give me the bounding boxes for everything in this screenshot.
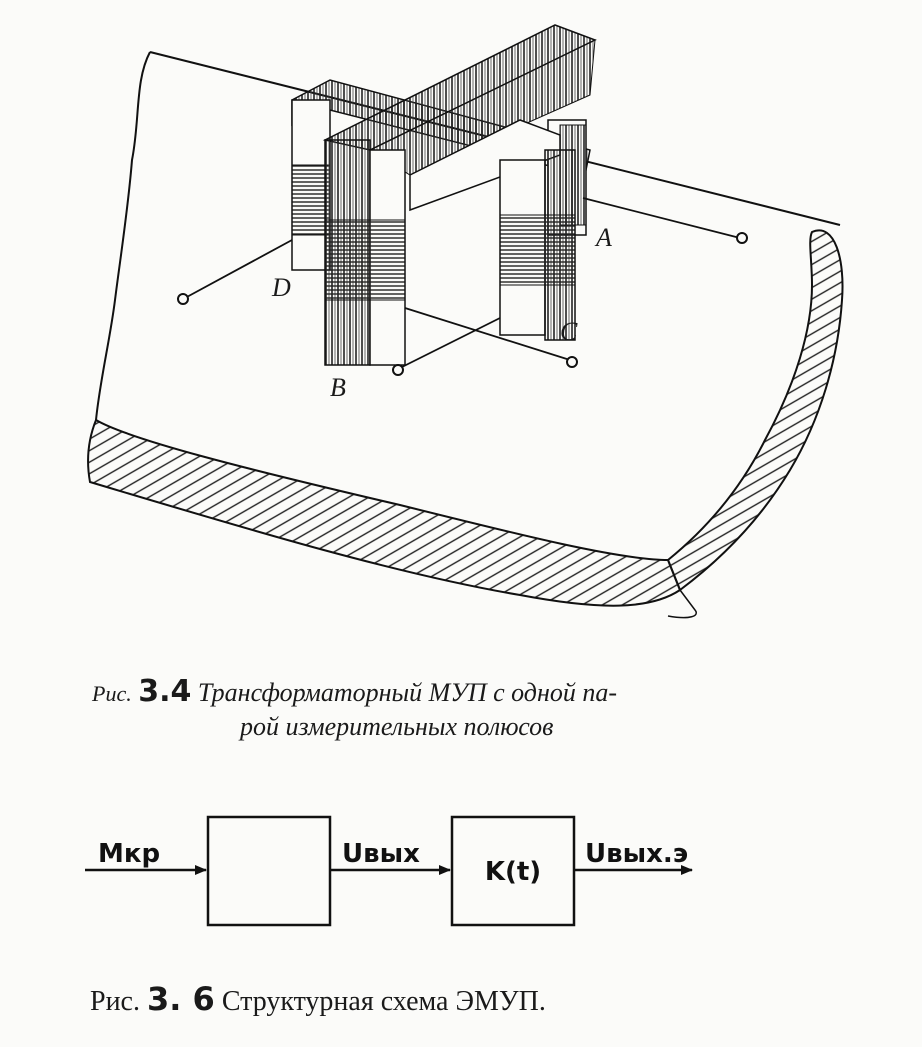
caption-top-prefix: Рис.: [92, 681, 132, 706]
caption-bottom: Рис. 3. 6 Структурная схема ЭМУП.: [90, 980, 546, 1018]
shaft: [87, 51, 844, 619]
caption-bottom-text: Структурная схема ЭМУП.: [221, 986, 546, 1017]
transformer-core: [291, 24, 597, 366]
pole-label-b: B: [330, 373, 346, 402]
block2-label: K(t): [485, 857, 541, 887]
caption-top-text-line1: Трансформаторный МУП с одной па-: [197, 678, 617, 707]
caption-bottom-number: 3. 6: [146, 980, 215, 1018]
block-diagram: [85, 815, 693, 927]
pole-label-c: C: [560, 317, 578, 346]
caption-top-line1: Рис. 3.4 Трансформаторный МУП с одной па…: [92, 674, 617, 709]
caption-top-number: 3.4: [138, 674, 192, 709]
middle-label: Uвых: [342, 839, 420, 869]
output-label: Uвых.э: [585, 839, 688, 869]
measurement-lines: [177, 197, 748, 376]
block-sensor: [206, 815, 332, 927]
caption-top-text-line2: рой измерительных полюсов: [240, 712, 554, 741]
pole-label-d: D: [271, 273, 291, 302]
caption-bottom-prefix: Рис.: [90, 986, 140, 1017]
pole-label-a: A: [594, 223, 612, 252]
input-label: Mкр: [98, 839, 160, 869]
